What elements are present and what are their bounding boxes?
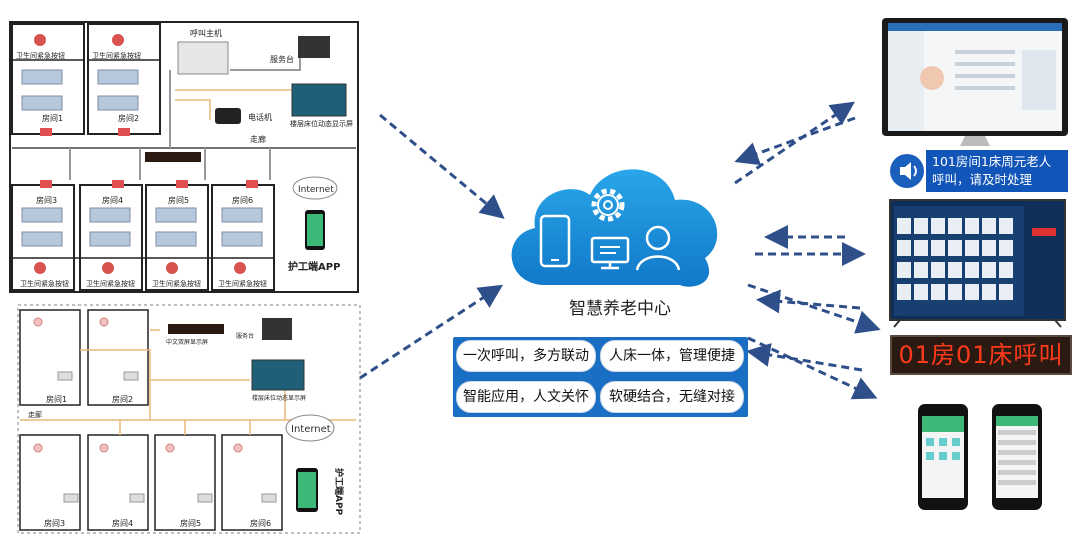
top-button-label-6: 卫生间紧急按钮 [218,279,267,288]
top-button-label-4: 卫生间紧急按钮 [86,279,135,288]
bottom-service-label: 服务台 [236,332,254,340]
top-room-label-5: 房间5 [168,195,189,205]
service-label: 服务台 [270,54,294,64]
bottom-internet-label: Internet [291,424,331,435]
top-button-label-2: 卫生间紧急按钮 [92,51,141,60]
app-label: 护工端APP [288,260,340,273]
phone-label: 电话机 [248,112,272,122]
feature-pill-3: 智能应用，人文关怀 [456,381,596,413]
top-floor-plan: 房间1 房间2 房间3 房间4 房间5 房间6 卫生间紧急按钮 卫生间紧急按钮 … [9,21,359,293]
monitor-icon [590,236,630,270]
bottom-service-monitor [262,318,292,340]
service-desk-monitor [298,36,330,58]
bottom-led [168,324,224,334]
internet-cloud [292,176,338,200]
bottom-room-label-4: 房间4 [112,518,133,528]
top-room-label-3: 房间3 [36,195,57,205]
bottom-floor-screen [251,359,305,391]
screen-label: 楼层床位动态显示屏 [290,119,353,128]
center-title: 智慧养老中心 [569,299,671,319]
phone [215,108,241,124]
gear-icon [591,188,625,222]
feature-pill-4: 软硬结合，无缝对接 [600,381,744,413]
corridor-led [145,152,201,162]
smart-care-cloud [511,169,718,287]
bottom-floor-plan: 房间1 房间2 房间3 房间4 房间5 房间6 中文双屏显示屏 服务台 楼层床位… [17,304,361,534]
feature-pill-2: 人床一体，管理便捷 [600,340,744,372]
bottom-internet-cloud [285,414,335,442]
floor-screen [291,83,347,117]
corridor-label: 走廊 [250,134,266,144]
bottom-room-label-2: 房间2 [112,394,133,404]
right-arrows [734,101,881,400]
speaker-icon [890,154,924,188]
left-arrows [359,113,505,380]
bottom-room-label-1: 房间1 [46,394,67,404]
bottom-room-label-3: 房间3 [44,518,65,528]
bottom-room-label-5: 房间5 [180,518,201,528]
bottom-room-label-6: 房间6 [250,518,271,528]
desktop-monitor [882,18,1068,146]
call-alert: 101房间1床周元老人呼叫，请及时处理 [890,150,1068,192]
call-host [177,41,229,75]
bottom-corridor-label: 走廊 [28,410,42,419]
top-button-label-5: 卫生间紧急按钮 [152,279,201,288]
mobile-phones [918,404,1042,510]
bottom-display-label: 中文双屏显示屏 [166,338,208,346]
person-icon [635,225,681,271]
top-room-label-4: 房间4 [102,195,123,205]
host-label: 呼叫主机 [190,28,222,38]
mobile-icon [539,214,571,268]
led-call-display: 01房01床呼叫 [890,335,1072,375]
feature-pill-1: 一次呼叫，多方联动 [456,340,596,372]
internet-label: Internet [298,185,334,195]
large-display [889,199,1066,328]
bottom-screen-label: 楼层床位动态显示屏 [252,394,306,402]
top-button-label-3: 卫生间紧急按钮 [20,279,69,288]
top-room-label-1: 房间1 [42,113,63,123]
bottom-app-label: 护工端APP [333,468,345,516]
top-room-label-2: 房间2 [118,113,139,123]
top-button-label-1: 卫生间紧急按钮 [16,51,65,60]
alert-text: 101房间1床周元老人呼叫，请及时处理 [926,150,1068,192]
top-room-label-6: 房间6 [232,195,253,205]
